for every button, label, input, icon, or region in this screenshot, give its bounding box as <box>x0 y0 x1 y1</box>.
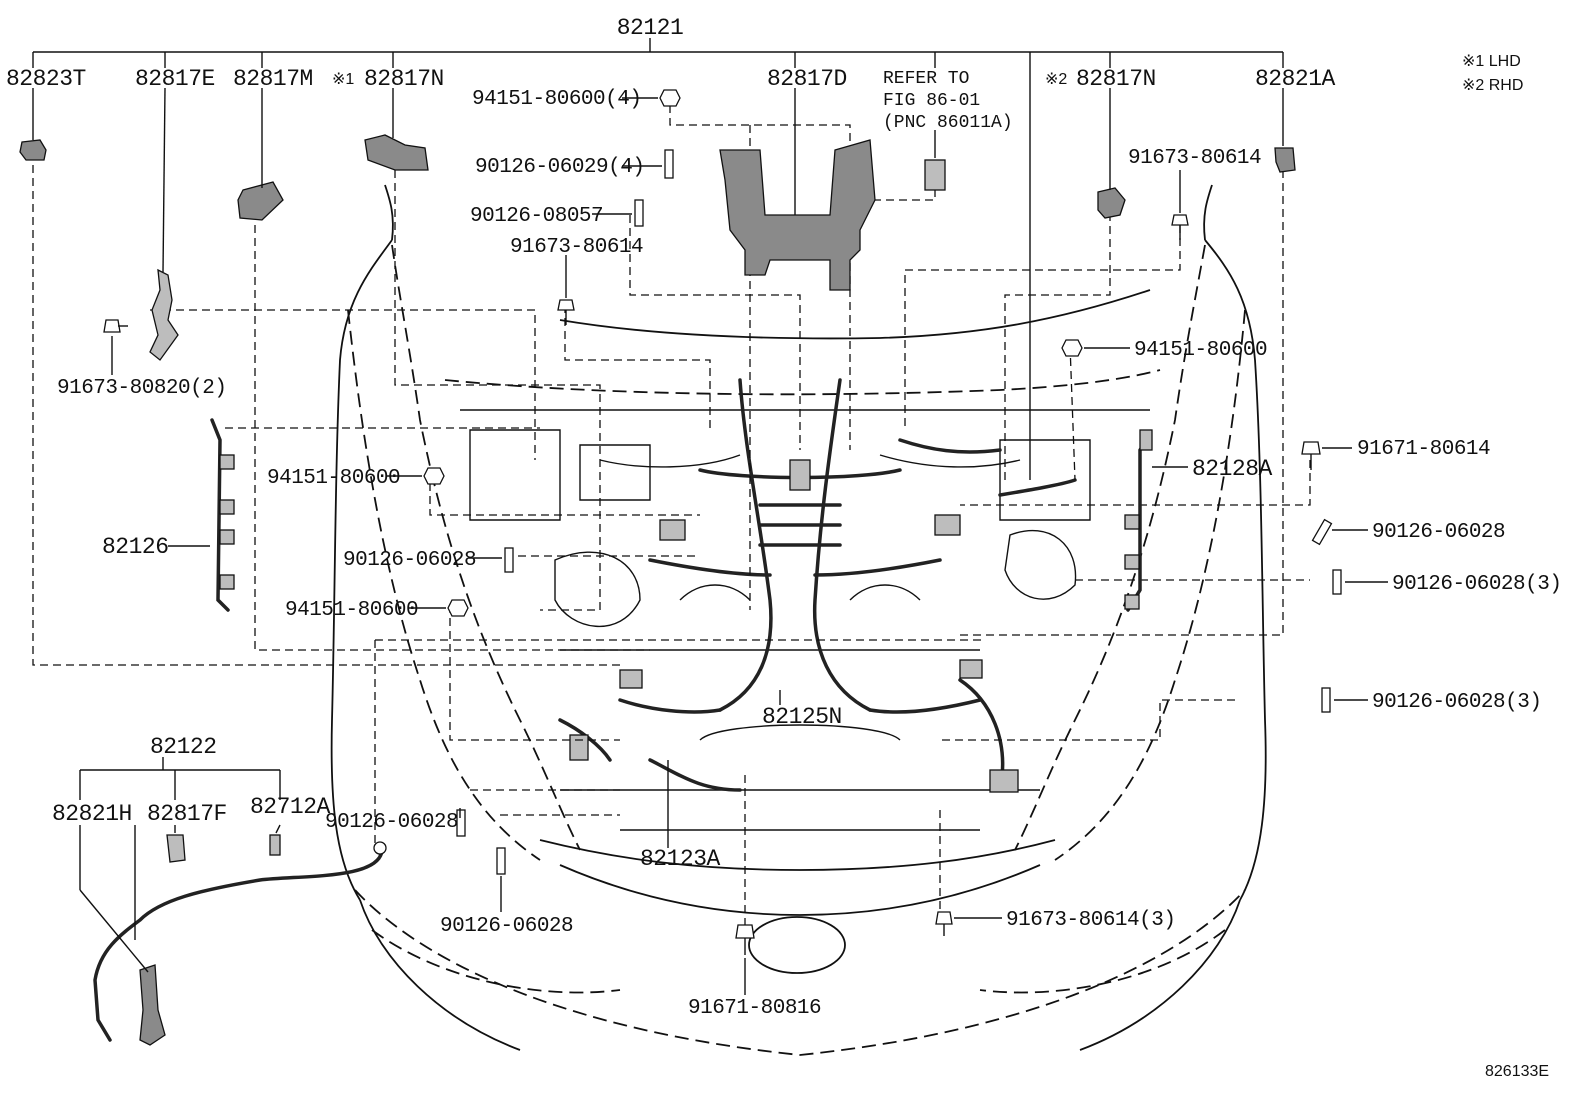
stud-90126-06028-3b <box>1321 687 1331 713</box>
label-82121: 82121 <box>617 15 684 41</box>
bolt-91673-80614-a <box>557 299 575 311</box>
label-91671-80816: 91671-80816 <box>688 997 821 1020</box>
grommet-82823T <box>19 139 47 161</box>
fasteners <box>103 89 1342 955</box>
bolt-91673-80614-3 <box>935 911 953 925</box>
nut-94151-80600-l <box>423 467 445 485</box>
label-91673-80614-b: 91673-80614 <box>1128 147 1261 170</box>
bracket-82817E <box>149 268 179 361</box>
label-90126-08057: 90126-08057 <box>470 205 603 228</box>
label-90126-06028-3b: 90126-06028(3) <box>1372 691 1541 714</box>
label-94151-80600-l: 94151-80600 <box>267 467 400 490</box>
label-94151-80600-l2: 94151-80600 <box>285 599 418 622</box>
nut-94151-80600-r <box>1061 339 1083 357</box>
protector-82817M <box>237 181 284 221</box>
label-90126-06028-r: 90126-06028 <box>1372 521 1505 544</box>
stud-90126-06028-r <box>1311 518 1333 546</box>
label-91673-80614-a: 91673-80614 <box>510 236 643 259</box>
bolt-91671-80816 <box>735 924 755 939</box>
label-91673-80614-3: 91673-80614(3) <box>1006 909 1175 932</box>
main-harness-leader-82121 <box>32 38 1284 480</box>
legend-lhd: ※1 LHD <box>1462 53 1521 70</box>
protector-82817D <box>719 139 876 291</box>
refer-line-3: (PNC 86011A) <box>883 113 1013 133</box>
label-82128A: 82128A <box>1192 456 1273 482</box>
stud-90126-08057 <box>634 199 644 227</box>
label-90126-06028-3a: 90126-06028(3) <box>1392 573 1561 596</box>
legend-rhd: ※2 RHD <box>1462 77 1523 94</box>
stud-90126-06028-3a <box>1332 569 1342 595</box>
label-90126-06028-a: 90126-06028 <box>343 549 476 572</box>
bolt-91673-80614-b <box>1171 214 1189 226</box>
label-91671-80614: 91671-80614 <box>1357 438 1490 461</box>
label-82823T: 82823T <box>6 66 86 92</box>
label-82126: 82126 <box>102 534 169 560</box>
label-90126-06028-c: 90126-06028 <box>440 915 573 938</box>
label-82817D: 82817D <box>767 66 847 92</box>
lhd-marker: ※1 <box>332 71 354 88</box>
label-82817N-rhd: 82817N <box>1076 66 1156 92</box>
label-82712A: 82712A <box>250 794 331 820</box>
label-82821A: 82821A <box>1255 66 1336 92</box>
stud-90126-06028-a <box>504 547 514 573</box>
sub-harness-82126 <box>210 418 230 612</box>
label-82123A: 82123A <box>640 846 721 872</box>
protector-82817N-lhd <box>364 134 429 171</box>
label-94151-80600-r: 94151-80600 <box>1134 339 1267 362</box>
protector-82817N-rhd <box>1097 187 1126 219</box>
label-leaders <box>32 87 1388 995</box>
refer-line-2: FIG 86-01 <box>883 91 980 111</box>
label-91673-80820-2: 91673-80820(2) <box>57 377 226 400</box>
bolt-91671-80614 <box>1301 441 1321 455</box>
label-90126-06028-b: 90126-06028 <box>325 811 458 834</box>
connector-86011A <box>924 159 946 191</box>
clamp-82821A <box>1274 147 1296 173</box>
figure-code: 826133E <box>1485 1063 1549 1080</box>
label-82821H: 82821H <box>52 801 132 827</box>
label-82817E: 82817E <box>135 66 215 92</box>
label-94151-80600-4: 94151-80600(4) <box>472 88 641 111</box>
sub-harness-82122 <box>93 848 384 1042</box>
refer-line-1: REFER TO <box>883 69 969 89</box>
stud-90126-06028-c <box>496 847 506 875</box>
label-82122: 82122 <box>150 734 217 760</box>
dashed-leaders <box>32 105 1311 925</box>
label-82125N: 82125N <box>762 704 842 730</box>
bolt-91673-80820 <box>103 319 121 333</box>
nut-94151-80600-l2 <box>447 599 469 617</box>
label-82817F: 82817F <box>147 801 227 827</box>
part-labels: 82121 82823T 82817E 82817M ※1 82817N 828… <box>6 15 1562 1080</box>
stud-90126-06029 <box>664 149 674 179</box>
rhd-marker: ※2 <box>1045 71 1067 88</box>
label-82817N-lhd: 82817N <box>364 66 444 92</box>
stud-90126-06028-b <box>456 809 466 837</box>
vehicle-body-outline <box>330 184 1267 1056</box>
nut-94151-80600-4 <box>659 89 681 107</box>
label-82817M: 82817M <box>233 66 313 92</box>
part-shapes <box>19 134 1296 1046</box>
label-90126-06029-4: 90126-06029(4) <box>475 156 644 179</box>
engine-bay-detail <box>460 378 1150 831</box>
